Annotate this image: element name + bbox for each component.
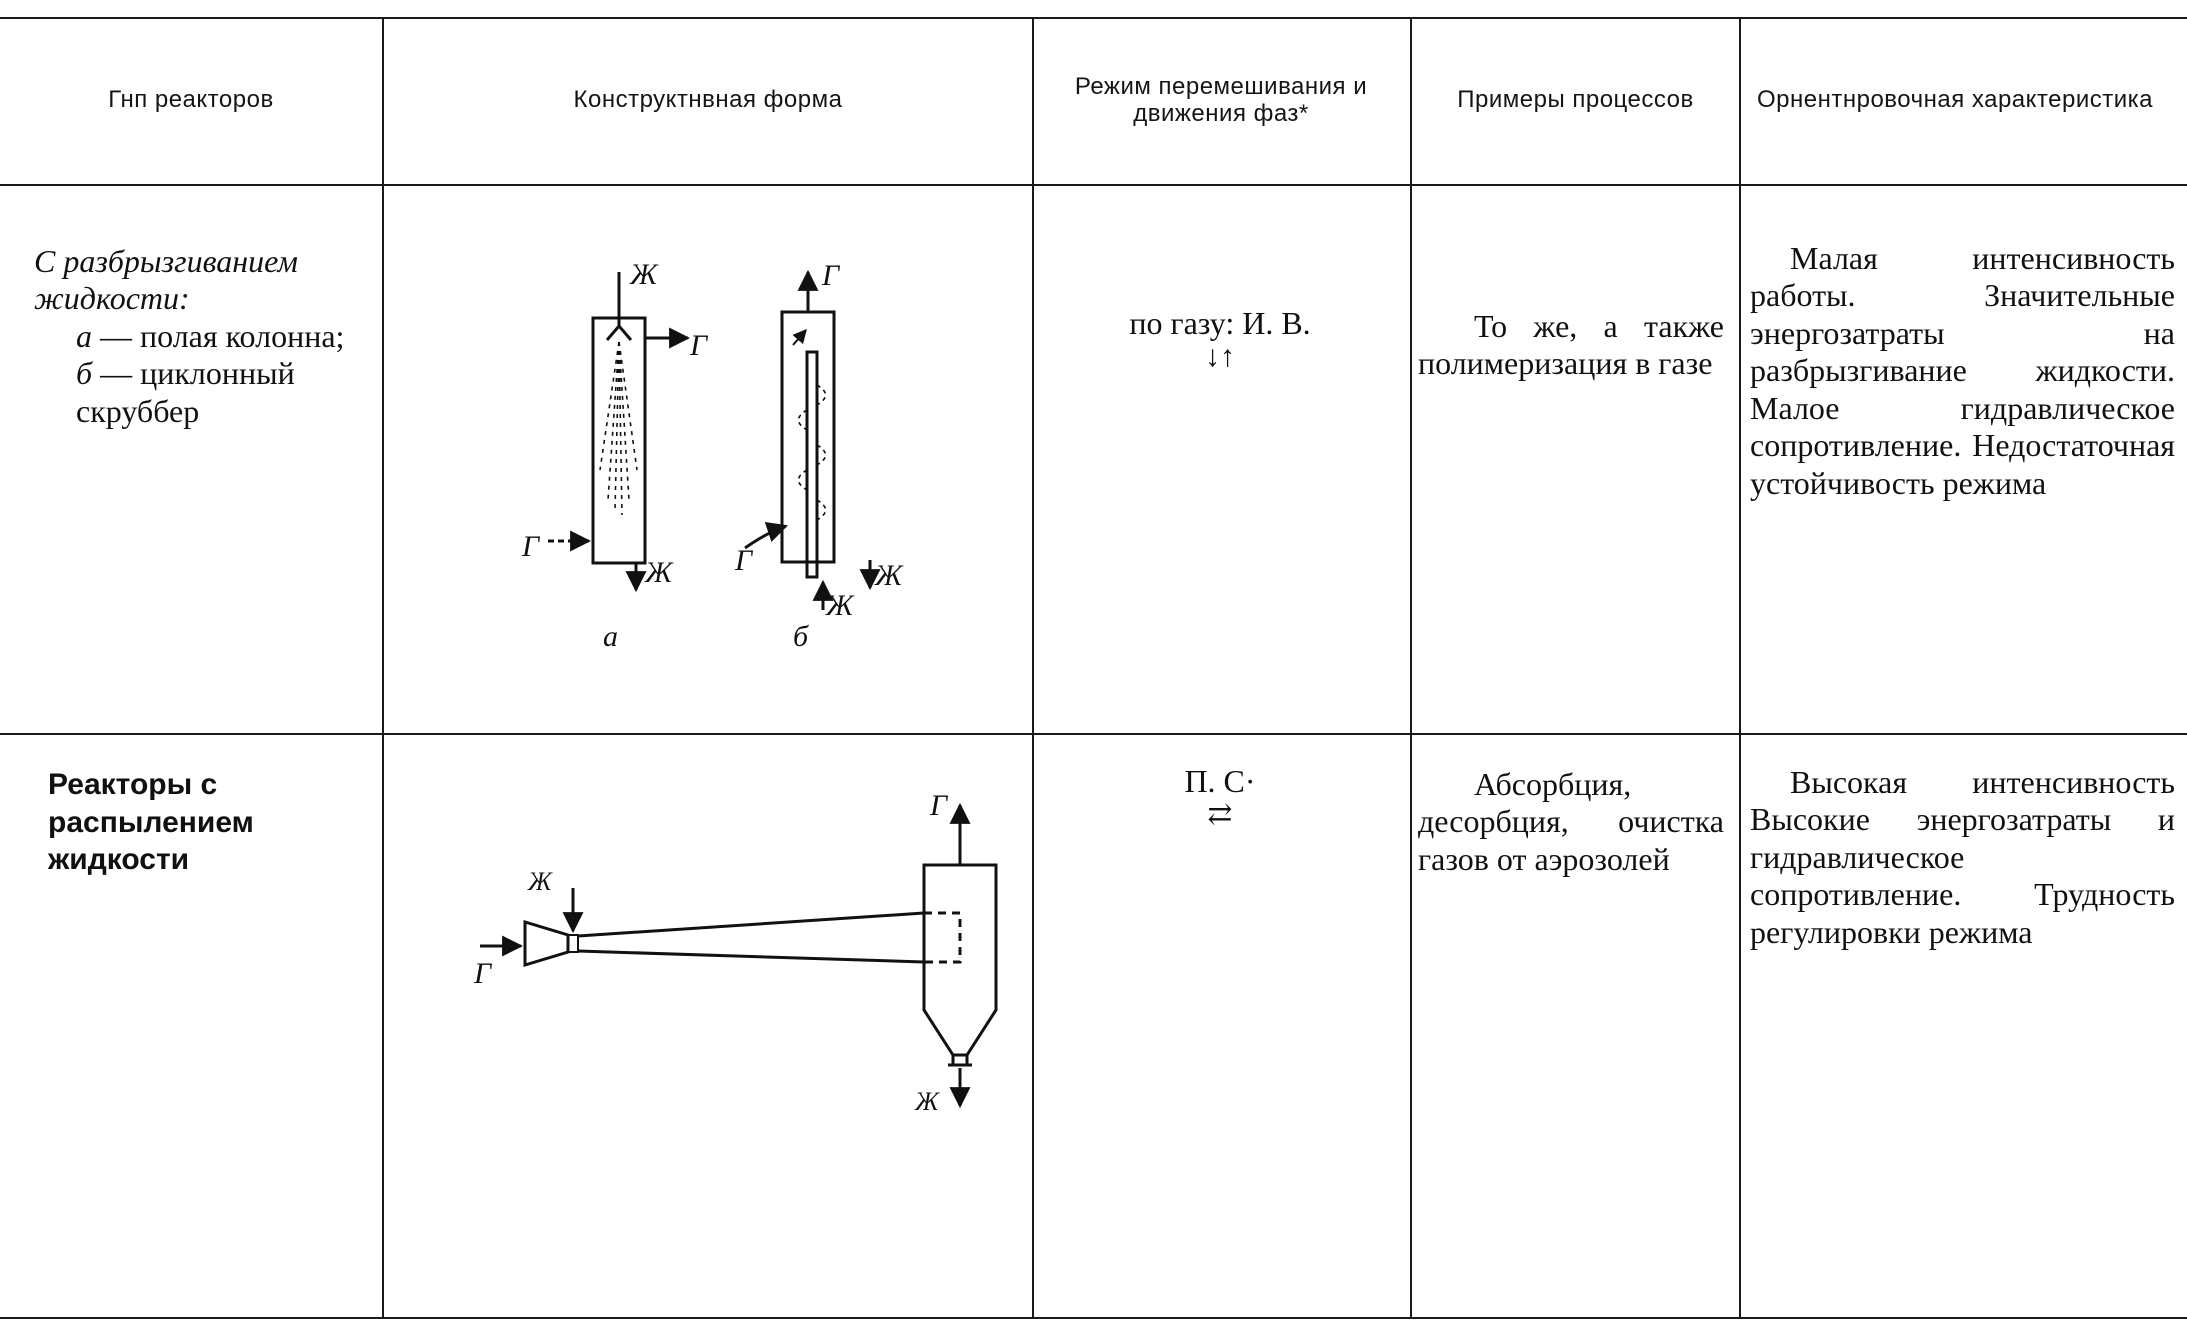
header-mixing-mode: Режим перемешивания и движения фаз*: [1074, 73, 1368, 127]
header-design-form: Конструктнвная форма: [573, 86, 843, 114]
column-divider-2: [1032, 17, 1034, 1319]
row1-figure-b-gas-bottom-label: Г: [734, 544, 754, 577]
row1-figure-a-liquid-label: Ж: [629, 258, 659, 291]
row2-process-examples: Абсорбция, десорбция, очистка газов от а…: [1418, 766, 1724, 877]
row1-mode-symbol: ↓↑: [1205, 340, 1235, 374]
separator-inlet: [924, 911, 962, 964]
row1-type-title: С разбрызгиванием жидкости:: [34, 243, 298, 317]
cyclone-gas-inlet-arrow: [744, 522, 788, 550]
cyclone-inner-arrow: [792, 328, 807, 346]
table-top-rule: [0, 17, 2187, 19]
row2-mixing-mode: П. С· ⇄: [1040, 763, 1400, 830]
cyclone-spray-pattern: [797, 384, 827, 521]
column-divider-1: [382, 17, 384, 1319]
row2-reactor-type: Реакторы с распылением жидкости: [48, 768, 254, 876]
row2-mode-symbol: ⇄: [1207, 798, 1233, 832]
venturi-throat: [567, 934, 579, 953]
row2-figure-gas-out-label: Г: [929, 789, 949, 822]
table-bottom-rule: [0, 1317, 2187, 1319]
spray-nozzle: [605, 323, 633, 341]
row1-reactor-type: С разбрызгиванием жидкости: а — полая ко…: [10, 243, 360, 430]
header-process-examples: Примеры процессов: [1457, 86, 1694, 114]
venturi-diffuser-bottom: [577, 949, 925, 964]
row2-figure-liquid-out-label: Ж: [914, 1087, 940, 1116]
separator-vessel: [922, 863, 998, 1057]
header-bottom-rule: [0, 184, 2187, 186]
row1-figure-a-liquid-out-label: Ж: [644, 556, 674, 589]
row1-type-item-a: а — полая колонна;: [76, 317, 345, 354]
column-divider-3: [1410, 17, 1412, 1319]
row1-type-item-b: б — циклонный скруббер: [76, 355, 295, 429]
row1-figure-b-liquid-in-label: Ж: [825, 589, 855, 622]
row1-process-examples: То же, а также полимеризация в газе: [1418, 308, 1724, 382]
row1-figure-b-liquid-out-label: Ж: [874, 559, 904, 592]
row1-figure-b-gas-top-label: Г: [821, 259, 841, 292]
row2-mode-text: П. С·: [1184, 763, 1256, 799]
header-characteristic: Орнентнровочная характеристика: [1756, 86, 2154, 114]
row2-characteristic: Высокая интенсивность Высокие энергозатр…: [1750, 764, 2175, 950]
venturi-nozzle: [523, 919, 570, 968]
row1-figure-b-caption: б: [793, 620, 809, 653]
row2-figure-gas-in-label: Г: [473, 957, 493, 990]
row-divider: [0, 733, 2187, 735]
row1-mixing-mode: по газу: И. В. ↓↑: [1040, 305, 1400, 372]
spray-pattern: [599, 341, 638, 516]
row1-figure-a-caption: а: [603, 620, 618, 653]
row1-characteristic: Малая интенсивность работы. Значительные…: [1750, 240, 2175, 501]
column-divider-4: [1739, 17, 1741, 1319]
row1-figure-a-gas-top-label: Г: [689, 329, 709, 362]
row2-figure-liquid-in-label: Ж: [527, 867, 553, 896]
venturi-diffuser-top: [577, 911, 925, 938]
row1-figure-a-gas-bottom-label: Г: [521, 530, 541, 563]
row1-mode-text: по газу: И. В.: [1129, 305, 1311, 341]
header-reactor-type: Гнп реакторов: [108, 86, 274, 114]
